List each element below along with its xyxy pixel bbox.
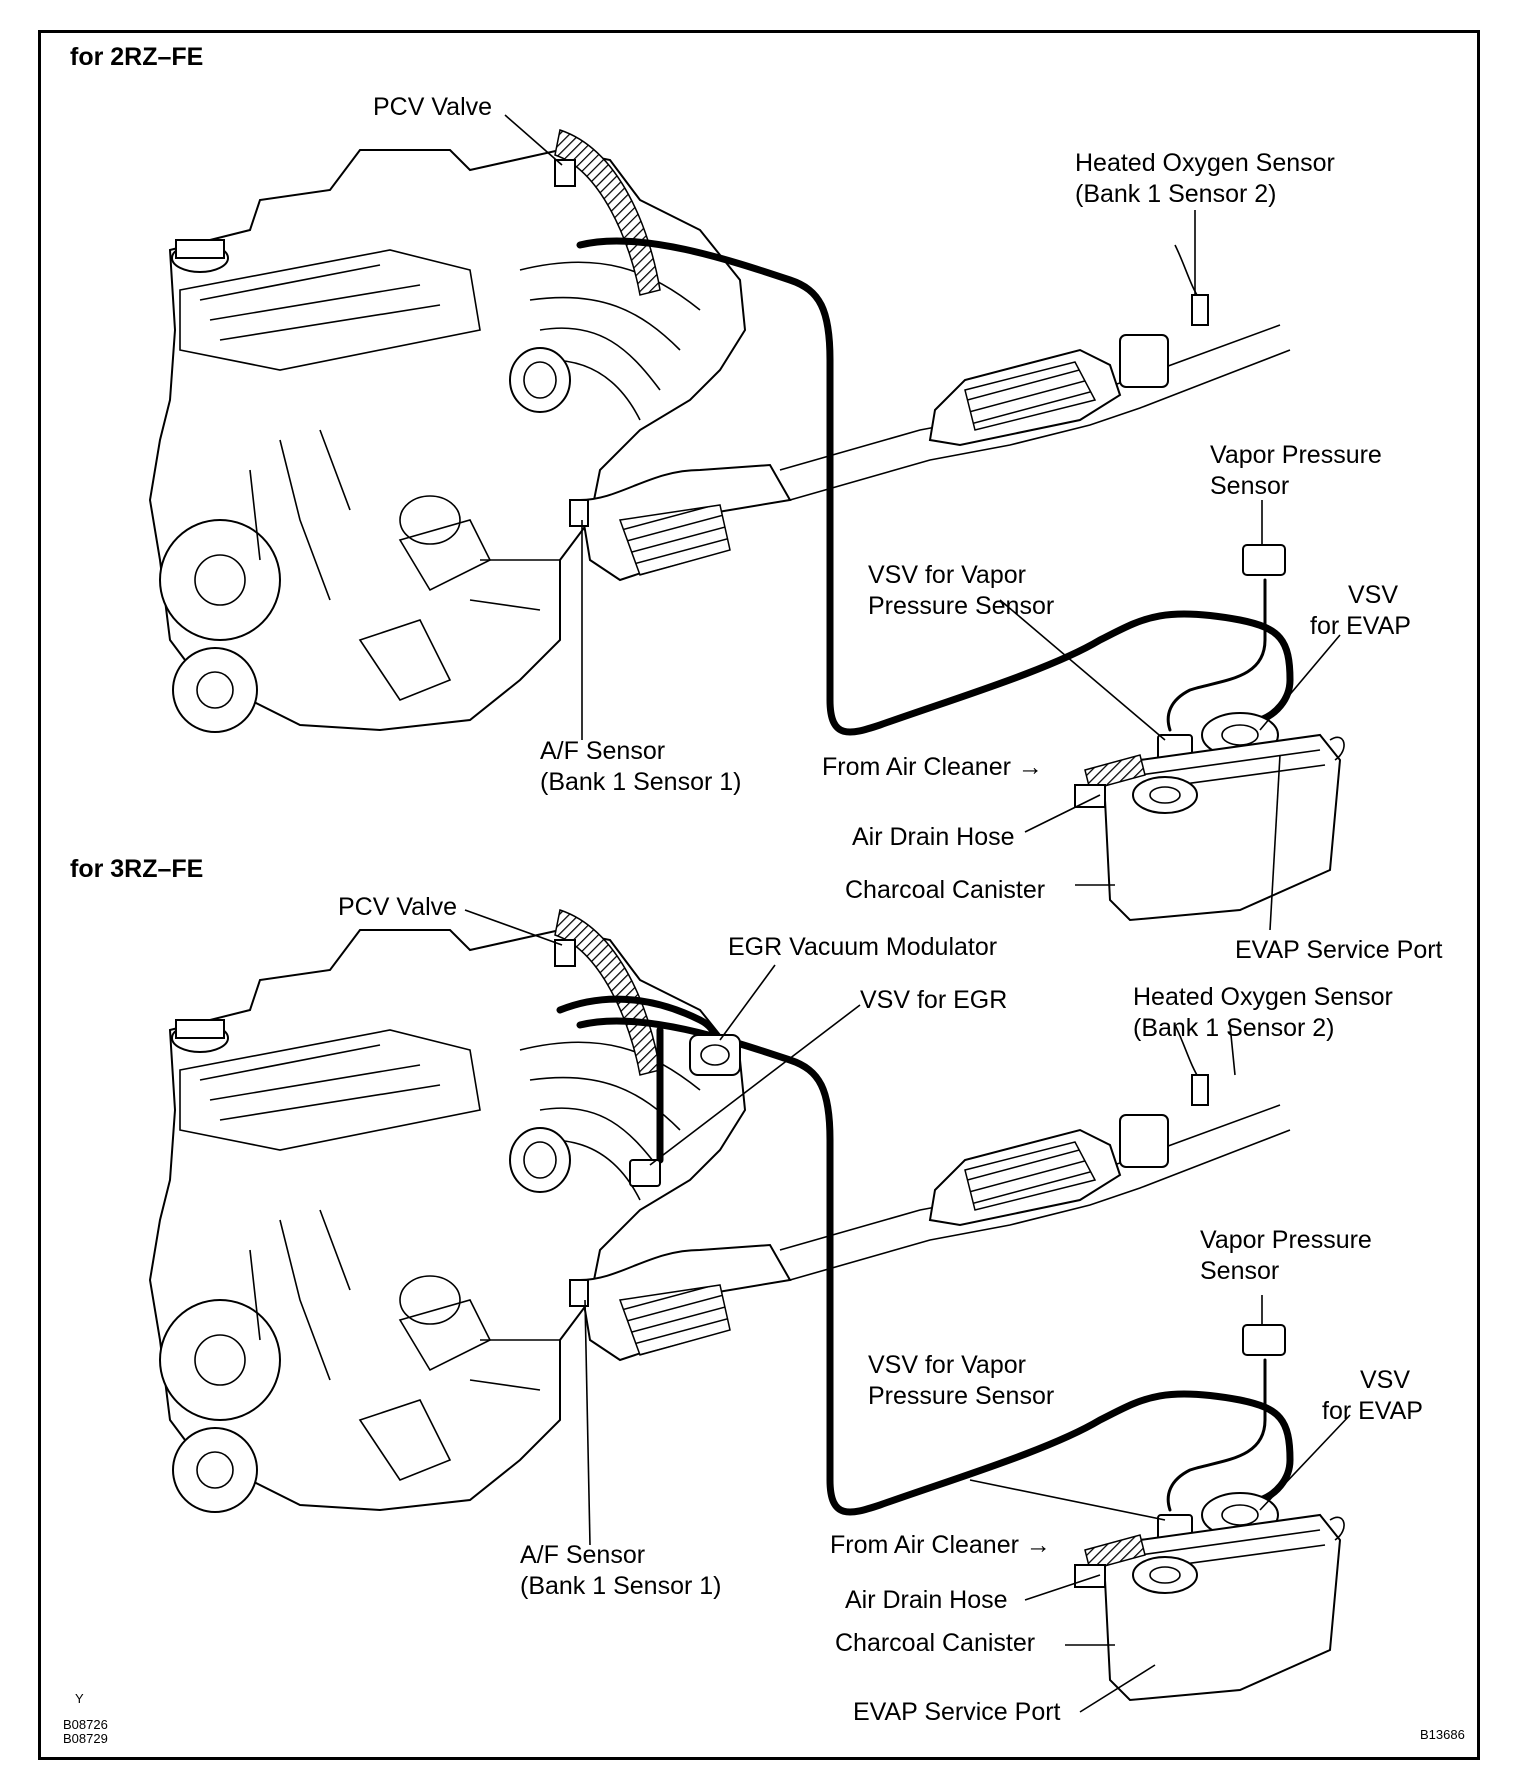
vsv-vapor-pressure-label-line1: VSV for Vapor xyxy=(868,561,1026,589)
air-drain-hose-label: Air Drain Hose xyxy=(845,1586,1008,1614)
vsv-evap-label-line1: VSV xyxy=(1360,1366,1411,1394)
vapor-pressure-sensor-label-line1: Vapor Pressure xyxy=(1210,441,1382,469)
section-label-3rz-fe: for 3RZ–FE xyxy=(70,855,204,883)
vapor-pressure-sensor-label-line2: Sensor xyxy=(1210,472,1290,500)
af-sensor-label-line2: (Bank 1 Sensor 1) xyxy=(540,768,742,796)
heated-o2-label-line2: (Bank 1 Sensor 2) xyxy=(1133,1014,1335,1042)
vsv-vapor-pressure-label-line2: Pressure Sensor xyxy=(868,592,1055,620)
charcoal-canister-label: Charcoal Canister xyxy=(835,1629,1036,1657)
heated-o2-label: Heated Oxygen Sensor (Bank 1 Sensor 2) xyxy=(1133,982,1393,1044)
section-label-2rz-fe: for 2RZ–FE xyxy=(70,43,204,71)
leader-lines-top xyxy=(504,114,1341,931)
af-sensor-label-line2: (Bank 1 Sensor 1) xyxy=(520,1572,722,1600)
footer-letter: Y xyxy=(75,1691,84,1706)
system-2rz-fe xyxy=(150,130,1344,920)
vsv-evap-label: VSV for EVAP xyxy=(1322,1365,1423,1427)
heated-o2-label-line2: (Bank 1 Sensor 2) xyxy=(1075,180,1277,208)
vsv-vapor-pressure-label: VSV for Vapor Pressure Sensor xyxy=(868,560,1054,622)
vsv-egr-label: VSV for EGR xyxy=(860,986,1008,1014)
heated-o2-label-line1: Heated Oxygen Sensor xyxy=(1133,983,1393,1011)
heated-o2-label: Heated Oxygen Sensor (Bank 1 Sensor 2) xyxy=(1075,148,1335,210)
af-sensor-label-line1: A/F Sensor xyxy=(520,1541,646,1569)
af-sensor-label: A/F Sensor (Bank 1 Sensor 1) xyxy=(540,736,742,798)
vsv-evap-label-line1: VSV xyxy=(1348,581,1399,609)
vsv-evap-label-line2: for EVAP xyxy=(1310,612,1411,640)
charcoal-canister-label: Charcoal Canister xyxy=(845,876,1046,904)
vapor-pressure-sensor-label: Vapor Pressure Sensor xyxy=(1200,1225,1372,1287)
vapor-pressure-sensor-label-line2: Sensor xyxy=(1200,1257,1280,1285)
af-sensor-label-line1: A/F Sensor xyxy=(540,737,666,765)
footer-code-1: B08726 xyxy=(63,1717,108,1732)
leader-lines-bottom xyxy=(464,909,1351,1713)
vapor-pressure-sensor-label: Vapor Pressure Sensor xyxy=(1210,440,1382,502)
diagram-frame xyxy=(38,30,1480,1760)
vsv-vapor-pressure-label-line1: VSV for Vapor xyxy=(868,1351,1026,1379)
pcv-valve-label: PCV Valve xyxy=(373,93,493,121)
vsv-evap-label-line2: for EVAP xyxy=(1322,1397,1423,1425)
from-air-cleaner-label: From Air Cleaner → xyxy=(822,753,1043,781)
evap-service-port-label: EVAP Service Port xyxy=(853,1698,1061,1726)
egr-vacuum-modulator-label: EGR Vacuum Modulator xyxy=(728,933,998,961)
evap-service-port-label: EVAP Service Port xyxy=(1235,936,1443,964)
af-sensor-label: A/F Sensor (Bank 1 Sensor 1) xyxy=(520,1540,722,1602)
heated-o2-label-line1: Heated Oxygen Sensor xyxy=(1075,149,1335,177)
footer-code-2: B08729 xyxy=(63,1731,108,1746)
vapor-pressure-sensor-label-line1: Vapor Pressure xyxy=(1200,1226,1372,1254)
pcv-valve-label: PCV Valve xyxy=(338,893,458,921)
vsv-vapor-pressure-label: VSV for Vapor Pressure Sensor xyxy=(868,1350,1054,1412)
egr-components xyxy=(556,995,741,1187)
vsv-vapor-pressure-label-line2: Pressure Sensor xyxy=(868,1382,1055,1410)
vsv-evap-label: VSV for EVAP xyxy=(1310,580,1411,642)
figure-code: B13686 xyxy=(1420,1727,1465,1742)
air-drain-hose-label: Air Drain Hose xyxy=(852,823,1015,851)
from-air-cleaner-label: From Air Cleaner → xyxy=(830,1531,1051,1559)
